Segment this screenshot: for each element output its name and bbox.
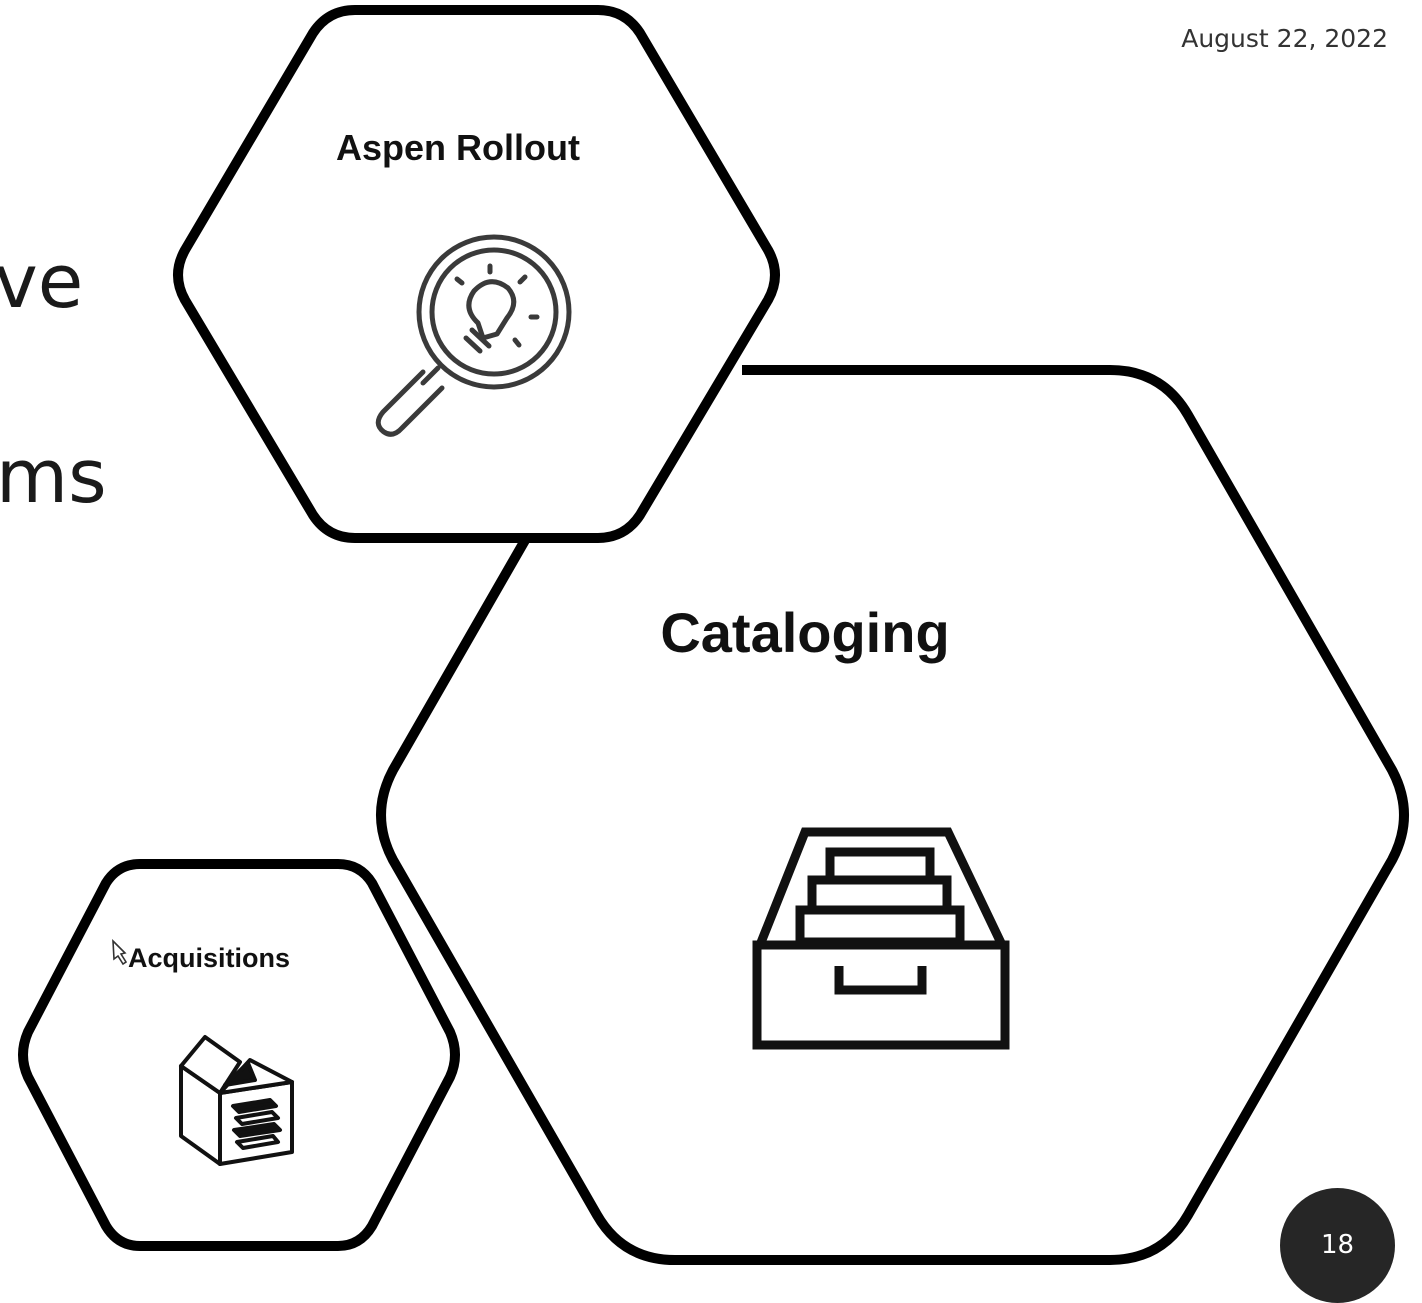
magnifier-lightbulb-icon [375, 234, 572, 437]
hex-cataloging[interactable]: Cataloging [376, 365, 1409, 1265]
card-catalog-drawer-icon [752, 827, 1010, 1050]
hex-acquisitions-title: Acquisitions [128, 943, 290, 973]
hex-aspen-title: Aspen Rollout [336, 127, 580, 168]
left-text-fragment-1: ve [0, 239, 84, 325]
slide-date: August 22, 2022 [1181, 24, 1388, 53]
left-text-fragment-2: ms [0, 434, 107, 520]
hex-aspen-rollout[interactable]: Aspen Rollout [173, 5, 780, 543]
hex-cataloging-shape [376, 365, 1409, 1265]
page-number-badge: 18 [1280, 1188, 1395, 1303]
hex-cataloging-title: Cataloging [660, 601, 949, 664]
hex-acquisitions-shape [18, 859, 460, 1251]
box-of-books-icon [179, 1035, 294, 1166]
hex-aspen-shape [173, 5, 780, 543]
hex-acquisitions[interactable]: Acquisitions [18, 859, 460, 1251]
mouse-pointer-icon [112, 938, 128, 966]
hexagon-diagram: Cataloging Aspen Rollout [18, 5, 1409, 1265]
